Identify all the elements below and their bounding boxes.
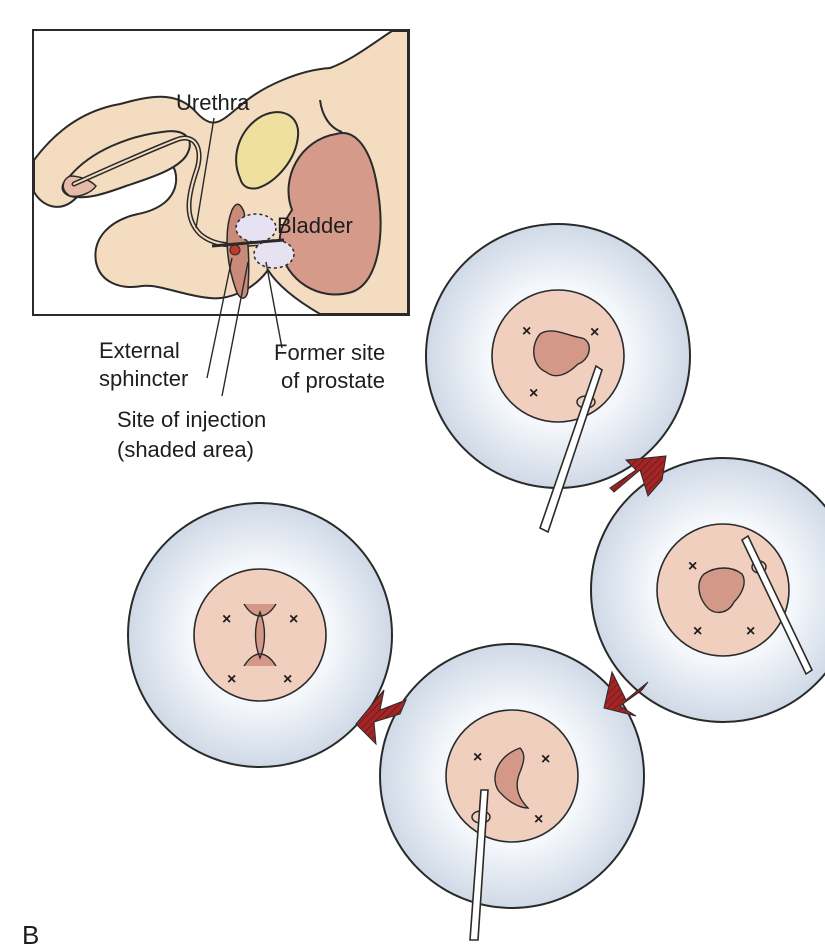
endoscopic-view-4: × × × × (127, 502, 393, 768)
injection-mark: × (534, 811, 543, 828)
sequence-arrow-3 (355, 689, 407, 746)
coapted-lumen (243, 603, 277, 667)
injection-mark: × (529, 385, 538, 402)
injection-mark: × (590, 324, 599, 341)
injection-mark: × (688, 558, 697, 575)
former-prostate-oval (253, 239, 295, 269)
narrowing-lumen (698, 567, 745, 613)
injection-mark: × (522, 323, 531, 340)
label-external-sphincter-line1: External (99, 338, 180, 363)
endoscopic-view-1: × × × (425, 223, 691, 534)
injection-needle (539, 364, 603, 534)
leader-external-sphincter (206, 257, 233, 379)
label-injection-line1: Site of injection (117, 407, 266, 432)
vas-line (319, 99, 343, 133)
sequence-arrow-1 (609, 455, 667, 498)
endoscopic-view-3: × × × (379, 643, 645, 941)
injection-needle (469, 789, 489, 941)
seminal-vesicle (235, 111, 300, 190)
injection-mark: × (283, 671, 292, 688)
label-external-sphincter-line2: sphincter (99, 366, 188, 391)
injection-site-oval (235, 213, 277, 243)
label-former-site-line2: of prostate (281, 368, 385, 393)
leader-urethra (195, 117, 215, 229)
injection-mark: × (473, 749, 482, 766)
injection-mark: × (222, 611, 231, 628)
anatomy-inset: Urethra Bladder (32, 29, 410, 397)
injection-mark: × (289, 611, 298, 628)
cystoscope-sheath (211, 238, 285, 248)
injection-mark: × (541, 751, 550, 768)
label-urethra: Urethra (176, 90, 250, 115)
endoscopic-view-2: × × × (590, 457, 825, 723)
sequence-arrow-2 (603, 670, 649, 717)
injection-mark: × (227, 671, 236, 688)
leader-injection-site (221, 261, 249, 397)
injection-needle (740, 534, 814, 676)
panel-letter: B (22, 920, 39, 947)
injection-mark: × (746, 623, 755, 640)
urethra-lumen (73, 137, 283, 246)
label-former-site-line1: Former site (274, 340, 385, 365)
crescent-lumen (494, 747, 530, 809)
label-injection-line2: (shaded area) (117, 437, 254, 462)
label-bladder: Bladder (277, 213, 353, 238)
injection-mark: × (693, 623, 702, 640)
sphincter-dot (229, 244, 241, 256)
open-lumen (533, 330, 590, 377)
leader-former-site (265, 261, 283, 349)
